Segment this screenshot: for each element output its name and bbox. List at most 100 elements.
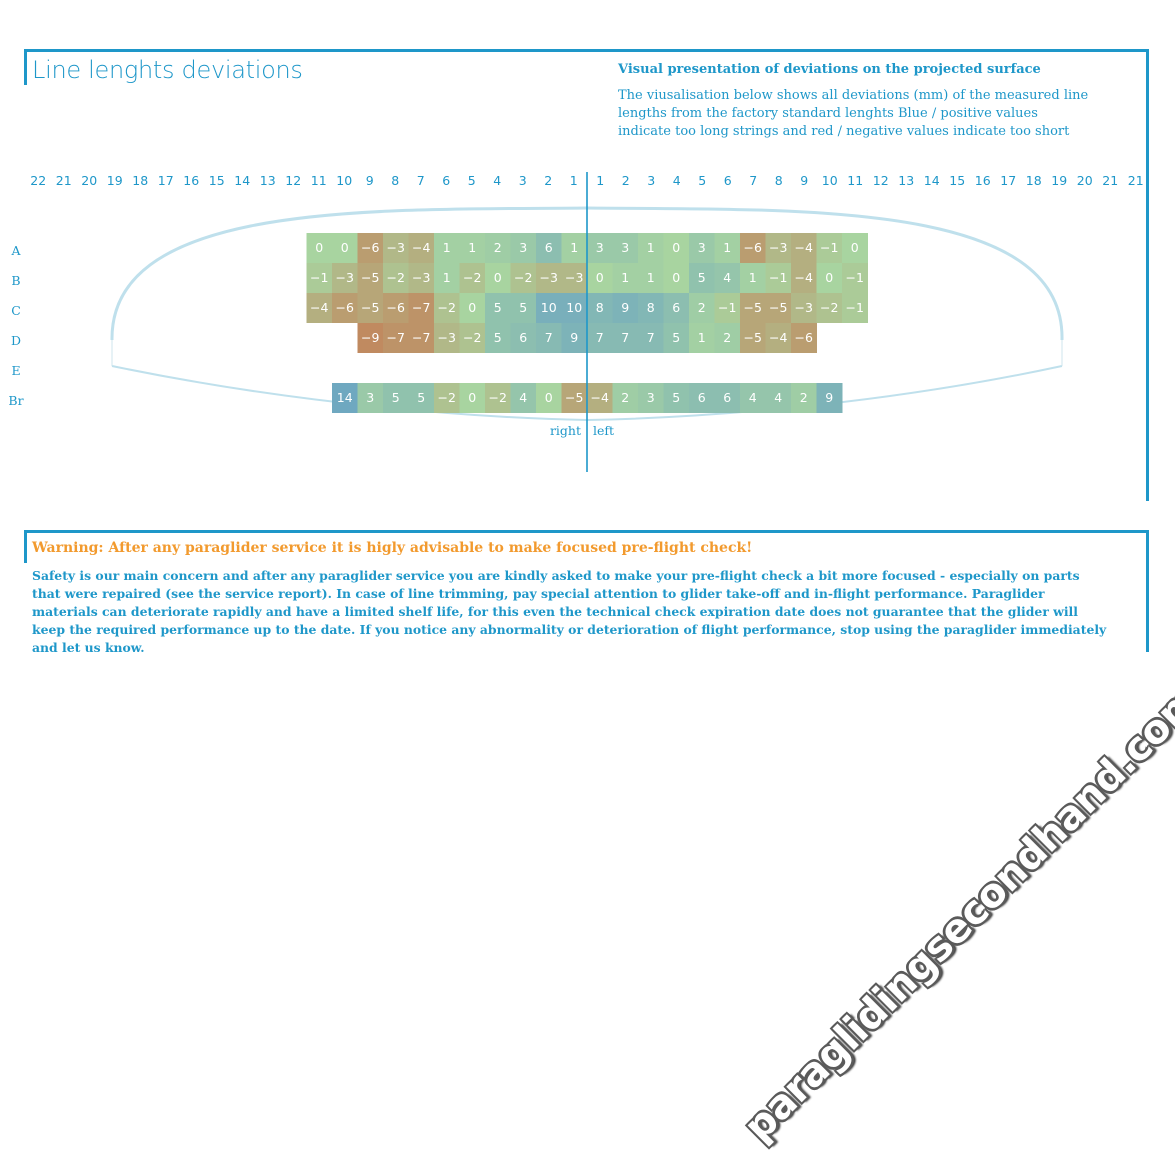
- heat-cell: [434, 293, 460, 323]
- visualisation-frame: [24, 49, 1149, 510]
- heat-value: −2: [463, 330, 481, 345]
- heat-value: −6: [744, 240, 762, 255]
- heat-value: −2: [387, 270, 405, 285]
- heat-cell: [510, 323, 537, 353]
- heat-cell: [663, 293, 690, 323]
- heat-cell: [485, 233, 511, 263]
- warning-body: Safety is our main concern and after any…: [32, 568, 1107, 655]
- heat-cell: [765, 263, 792, 293]
- heat-value: 7: [596, 330, 604, 345]
- column-header-left: 20: [1077, 173, 1093, 188]
- heat-cell: [459, 323, 486, 353]
- heat-cell: [357, 293, 384, 323]
- heat-value: 0: [672, 240, 680, 255]
- heat-value: 7: [647, 330, 655, 345]
- heat-cell: [459, 233, 486, 263]
- heat-cell: [612, 323, 639, 353]
- heat-cell: [714, 383, 741, 413]
- column-header-right: 19: [107, 173, 123, 188]
- heat-value: 0: [545, 390, 553, 405]
- heat-value: −7: [412, 300, 430, 315]
- heat-cell: [765, 323, 792, 353]
- heat-cell: [408, 293, 435, 323]
- heat-value: 5: [417, 390, 425, 405]
- heat-cell: [612, 293, 639, 323]
- heat-cell: [791, 263, 817, 293]
- column-header-left: 7: [749, 173, 757, 188]
- heat-cell: [587, 383, 613, 413]
- heat-value: −4: [769, 330, 787, 345]
- heat-value: −4: [795, 270, 813, 285]
- heat-cell: [536, 383, 562, 413]
- heat-value: −3: [565, 270, 583, 285]
- heat-value: −6: [795, 330, 813, 345]
- heat-value: −3: [540, 270, 558, 285]
- heat-cell: [306, 233, 333, 263]
- heat-value: 2: [698, 300, 706, 315]
- heat-cell: [638, 263, 664, 293]
- heat-value: 1: [647, 240, 655, 255]
- column-header-left: 4: [673, 173, 681, 188]
- heat-value: 5: [494, 330, 502, 345]
- column-header-right: 11: [311, 173, 327, 188]
- heat-value: 1: [723, 240, 731, 255]
- heat-cell: [408, 233, 435, 263]
- column-header-left: 9: [800, 173, 808, 188]
- heat-value: 0: [851, 240, 859, 255]
- heat-cell: [740, 293, 766, 323]
- heat-value: −3: [412, 270, 430, 285]
- heat-value: 0: [468, 390, 476, 405]
- heat-cell: [485, 383, 511, 413]
- column-header-left: 6: [724, 173, 732, 188]
- heat-value: 5: [672, 390, 680, 405]
- column-header-right: 15: [209, 173, 225, 188]
- heat-value: −3: [336, 270, 354, 285]
- heat-value: −6: [336, 300, 354, 315]
- heat-cell: [689, 383, 715, 413]
- heat-cell: [510, 293, 537, 323]
- heat-cell: [561, 323, 588, 353]
- heat-value: 1: [570, 240, 578, 255]
- heat-cell: [434, 233, 460, 263]
- heat-cell: [561, 293, 588, 323]
- heat-cell: [357, 323, 384, 353]
- heat-value: 7: [621, 330, 629, 345]
- heat-cell: [663, 263, 690, 293]
- heat-cell: [714, 233, 741, 263]
- column-header-right: 1: [570, 173, 578, 188]
- heat-value: 5: [698, 270, 706, 285]
- heat-cell: [485, 323, 511, 353]
- column-header-right: 21: [56, 173, 72, 188]
- heat-value: 1: [647, 270, 655, 285]
- heat-cell: [306, 293, 333, 323]
- column-header-left: 21: [1102, 173, 1118, 188]
- heat-cell: [740, 323, 766, 353]
- heat-value: −5: [744, 300, 762, 315]
- warning-title: Warning: After any paraglider service it…: [32, 540, 753, 556]
- heat-value: 2: [494, 240, 502, 255]
- heat-cell: [791, 323, 817, 353]
- heat-value: 6: [672, 300, 680, 315]
- heat-value: 2: [800, 390, 808, 405]
- row-label: A: [10, 243, 21, 258]
- heat-value: 7: [545, 330, 553, 345]
- heat-cell: [765, 293, 792, 323]
- heat-cell: [485, 293, 511, 323]
- warning-frame: [24, 530, 1149, 658]
- column-header-right: 9: [366, 173, 374, 188]
- heat-value: 0: [825, 270, 833, 285]
- heat-cell: [842, 233, 868, 263]
- heat-cell: [306, 263, 333, 293]
- column-header-left: 18: [1026, 173, 1042, 188]
- heat-cell: [332, 263, 358, 293]
- column-header-left: 12: [873, 173, 889, 188]
- column-header-right: 20: [81, 173, 97, 188]
- heat-cell: [383, 233, 409, 263]
- column-header-right: 3: [519, 173, 527, 188]
- heat-value: 4: [749, 390, 757, 405]
- column-header-left: 3: [647, 173, 655, 188]
- heat-value: 6: [723, 390, 731, 405]
- heat-value: 6: [698, 390, 706, 405]
- heat-value: 5: [672, 330, 680, 345]
- heat-value: −2: [463, 270, 481, 285]
